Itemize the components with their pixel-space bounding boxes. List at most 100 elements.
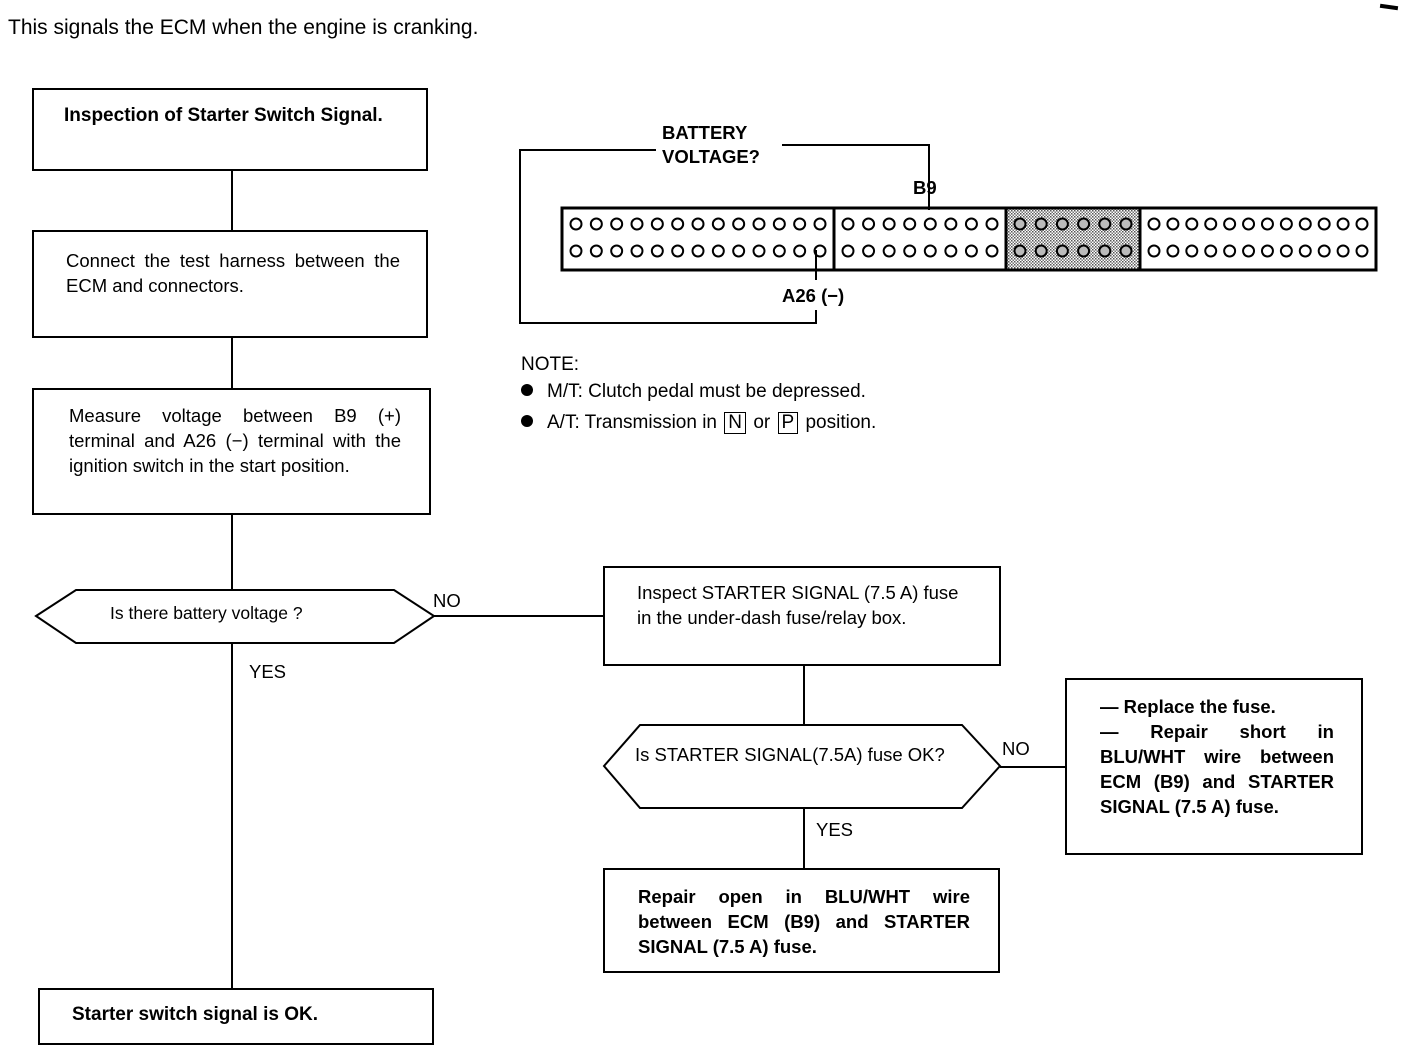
intro-text: This signals the ECM when the engine is … (8, 16, 479, 39)
fix-open-text: Repair open in BLU/WHT wire between ECM … (638, 886, 970, 957)
connector-pin (1223, 244, 1237, 258)
note-mt-text: Clutch pedal must be depressed. (588, 381, 866, 402)
connector-pin (589, 217, 603, 231)
no-branch-line (1000, 766, 1065, 768)
pin-b9-label: B9 (913, 177, 937, 198)
pin-a26-label: A26 (−) (782, 285, 845, 306)
connector-pin (691, 217, 705, 231)
start-box: Inspection of Starter Switch Signal. (32, 88, 428, 171)
question-line-1: BATTERY (662, 122, 748, 143)
connector-pin (813, 244, 827, 258)
connector-section (832, 206, 1008, 272)
connector-pin (841, 244, 855, 258)
connector-pin (1279, 217, 1293, 231)
connector-pin (944, 217, 958, 231)
connector-pin (1242, 217, 1256, 231)
gear-n-key: N (724, 412, 747, 434)
connector-pin (711, 244, 725, 258)
connector-pin (1013, 217, 1027, 231)
connector-pin (1147, 217, 1161, 231)
yes-branch-line (803, 808, 805, 868)
connector-line (231, 171, 233, 230)
connect-harness-text: Connect the test harness between the ECM… (66, 250, 400, 296)
bullet-icon (521, 384, 533, 396)
bullet-icon (521, 415, 533, 427)
no-branch-line (434, 615, 604, 617)
connector-pin (923, 244, 937, 258)
connector-pin (985, 217, 999, 231)
connector-line (803, 666, 805, 725)
connector-pin (985, 244, 999, 258)
connector-pin (1147, 244, 1161, 258)
connector-pin (944, 244, 958, 258)
connector-pin (610, 217, 624, 231)
connector-pin (569, 217, 583, 231)
connector-pin (793, 244, 807, 258)
connector-pin (1077, 244, 1091, 258)
decision-battery-yes-label: YES (249, 661, 287, 682)
connector-pin (964, 217, 978, 231)
connector-pin (1055, 217, 1069, 231)
connector-pin (671, 217, 685, 231)
note-at-after: position. (805, 412, 877, 433)
connector-pin (1185, 244, 1199, 258)
connector-pin (923, 217, 937, 231)
connector-section (1004, 206, 1142, 272)
result-ok-text: Starter switch signal is OK. (72, 1004, 319, 1025)
connector-pin (882, 244, 896, 258)
connector-pin (841, 217, 855, 231)
connect-harness-box: Connect the test harness between the ECM… (32, 230, 428, 338)
start-text: Inspection of Starter Switch Signal. (64, 105, 383, 126)
connector-pin (1119, 217, 1133, 231)
note-at-text: Transmission in (584, 412, 718, 433)
connector-pin (1204, 217, 1218, 231)
fix-open-box: Repair open in BLU/WHT wire between ECM … (603, 868, 1000, 973)
measure-voltage-text: Measure voltage between B9 (+) terminal … (69, 405, 401, 476)
decision-fuse-no-label: NO (1002, 738, 1030, 759)
connector-pin (1317, 217, 1331, 231)
inspect-fuse-box: Inspect STARTER SIGNAL (7.5 A) fuse in t… (603, 566, 1001, 666)
connector-pin (732, 217, 746, 231)
connector-pin (793, 217, 807, 231)
decision-battery-no-label: NO (433, 590, 461, 611)
connector-line (231, 338, 233, 388)
connector-pin (1279, 244, 1293, 258)
connector-pin (862, 217, 876, 231)
gear-p-key: P (777, 412, 799, 434)
decision-fuse-yes-label: YES (816, 819, 854, 840)
note-at-prefix: A/T: (547, 412, 580, 433)
connector-pin (903, 244, 917, 258)
connector-pin (813, 217, 827, 231)
connector-pin (1034, 217, 1048, 231)
connector-pin (882, 217, 896, 231)
connector-section (560, 206, 836, 272)
connector-pin (862, 244, 876, 258)
connector-pin (1260, 244, 1274, 258)
connector-pin (1185, 217, 1199, 231)
connector-pin (589, 244, 603, 258)
battery-voltage-lead (519, 144, 930, 324)
connector-pin (1336, 244, 1350, 258)
connector-pin (752, 244, 766, 258)
note-at-or: or (753, 412, 771, 433)
battery-voltage-question: BATTERY VOLTAGE? (662, 121, 760, 169)
connector-pin (1336, 217, 1350, 231)
connector-pin (1317, 244, 1331, 258)
note-mt-prefix: M/T: (547, 381, 583, 402)
connector-pin (650, 244, 664, 258)
connector-pin (1077, 217, 1091, 231)
connector-pin (772, 244, 786, 258)
decision-battery-voltage-text: Is there battery voltage ? (110, 603, 303, 623)
connector-pin (671, 244, 685, 258)
connector-pin (752, 217, 766, 231)
inspect-fuse-text: Inspect STARTER SIGNAL (7.5 A) fuse in t… (637, 582, 959, 628)
connector-pin (964, 244, 978, 258)
note-item-mt: M/T: Clutch pedal must be depressed. (521, 378, 876, 405)
connector-pin (1260, 217, 1274, 231)
note-title: NOTE: (521, 354, 580, 375)
connector-pin (1055, 244, 1069, 258)
connector-pin (1355, 244, 1369, 258)
connector-pin (903, 217, 917, 231)
connector-pin (1298, 217, 1312, 231)
